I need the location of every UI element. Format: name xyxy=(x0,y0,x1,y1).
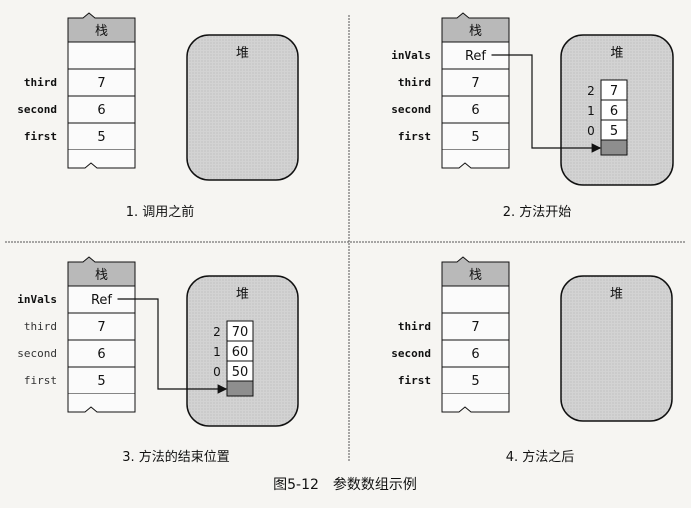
array-index: 1 xyxy=(587,104,595,118)
heap-label: 堆 xyxy=(610,46,623,61)
stack-bottom xyxy=(441,394,510,413)
panel-caption: 2. 方法开始 xyxy=(503,204,572,220)
stack-row-value: 6 xyxy=(471,103,479,118)
panel-caption: 1. 调用之前 xyxy=(126,204,195,220)
reference-arrow xyxy=(117,298,228,394)
stack-row-value: 5 xyxy=(97,130,105,145)
stack-row xyxy=(441,312,510,341)
array-cell-value: 70 xyxy=(232,325,249,340)
panel-2: 栈 Ref inVals 7 third 6 second 5 first 堆 7 2 6 1 5 0 2. 方… xyxy=(391,12,674,220)
stack-row-value: 7 xyxy=(97,76,105,91)
array-cell-value: 7 xyxy=(610,84,618,99)
panel-3: 栈 Ref inVals 7 third 6 second 5 first 堆 70 2 60 1 50 0 3… xyxy=(17,256,299,465)
stack-empty-slot xyxy=(67,41,136,70)
heap-label: 堆 xyxy=(236,46,249,61)
stack-row-value: 7 xyxy=(471,320,479,335)
stack-row-name: third xyxy=(398,320,431,333)
array-cell-value: 5 xyxy=(610,124,618,139)
stack-row-value: 5 xyxy=(471,374,479,389)
stack-row-name: first xyxy=(24,374,57,387)
stack-row-name: first xyxy=(398,130,431,143)
stack-row xyxy=(441,68,510,97)
reference-arrow xyxy=(491,54,602,153)
stack-row-name: inVals xyxy=(391,49,431,62)
stack-row-value: 5 xyxy=(471,130,479,145)
figure-caption: 图5-12 参数数组示例 xyxy=(273,476,417,493)
array-tail xyxy=(600,139,628,156)
array-index: 2 xyxy=(587,84,595,98)
array-cell-value: 60 xyxy=(232,345,249,360)
stack-row xyxy=(441,339,510,368)
panel-4: 栈 7 third 6 second 5 first 堆 4. 方法之后 xyxy=(391,256,673,465)
stack-row xyxy=(441,122,510,151)
stack-label: 栈 xyxy=(469,268,482,283)
heap-label: 堆 xyxy=(610,287,623,302)
stack-row-value: Ref xyxy=(91,293,112,308)
array-cell-value: 50 xyxy=(232,365,249,380)
stack-row xyxy=(441,95,510,124)
panel-caption: 4. 方法之后 xyxy=(506,449,575,465)
stack-row xyxy=(441,366,510,395)
stack-bottom xyxy=(441,150,510,169)
heap-box xyxy=(186,34,299,181)
stack-label: 栈 xyxy=(469,24,482,39)
array-tail xyxy=(226,380,254,397)
stack-row-value: 6 xyxy=(471,347,479,362)
array-index: 2 xyxy=(213,325,221,339)
heap-label: 堆 xyxy=(236,287,249,302)
stack-row-name: third xyxy=(24,76,57,89)
stack-row-value: Ref xyxy=(465,49,486,64)
stack-row-value: 5 xyxy=(97,374,105,389)
stack-row-name: second xyxy=(391,347,431,360)
stack-row xyxy=(67,366,136,395)
array-index: 0 xyxy=(587,124,595,138)
stack-row-value: 7 xyxy=(97,320,105,335)
stack-row-name: third xyxy=(24,320,57,333)
stack-row-value: 6 xyxy=(97,347,105,362)
stack-row-name: first xyxy=(24,130,57,143)
stack-row-name: third xyxy=(398,76,431,89)
stack-row xyxy=(67,122,136,151)
stack-label: 栈 xyxy=(95,24,108,39)
stack-row-name: second xyxy=(17,347,57,360)
array-cell-value: 6 xyxy=(610,104,618,119)
stack-bottom xyxy=(67,394,136,413)
panel-1: 栈 7 third 6 second 5 first 堆 1. 调用之前 xyxy=(17,12,299,220)
array-index: 1 xyxy=(213,345,221,359)
stack-row-value: 6 xyxy=(97,103,105,118)
stack-row-name: second xyxy=(17,103,57,116)
stack-row-name: inVals xyxy=(17,293,57,306)
stack-row xyxy=(67,68,136,97)
stack-empty-slot xyxy=(441,285,510,314)
heap-box xyxy=(560,275,673,422)
stack-row-name: second xyxy=(391,103,431,116)
stack-label: 栈 xyxy=(95,268,108,283)
stack-row-value: 7 xyxy=(471,76,479,91)
stack-row xyxy=(67,339,136,368)
stack-bottom xyxy=(67,150,136,169)
array-index: 0 xyxy=(213,365,221,379)
panel-caption: 3. 方法的结束位置 xyxy=(122,449,230,465)
stack-row-name: first xyxy=(398,374,431,387)
